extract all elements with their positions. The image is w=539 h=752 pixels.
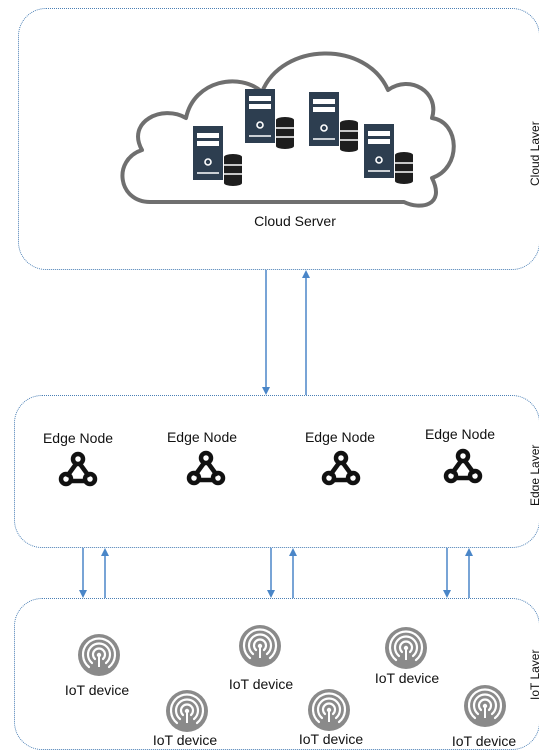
edge-node-label: Edge Node (166, 429, 238, 445)
iot-device-label: IoT device (374, 670, 440, 686)
iot-device-label: IoT device (228, 676, 294, 692)
cloud-layer-box (18, 8, 539, 270)
iot-device-label: IoT device (298, 731, 364, 747)
edge-node-label: Edge Node (42, 430, 114, 446)
edge-node-label: Edge Node (304, 429, 376, 445)
edge-node-label: Edge Node (424, 426, 496, 442)
wireless-signal-icon (306, 687, 352, 733)
cloud-server-label: Cloud Server (254, 213, 336, 229)
iot-layer-box (14, 598, 539, 750)
iot-device-label: IoT device (152, 732, 218, 748)
edge-layer-box (14, 395, 539, 548)
iot-device-label: IoT device (451, 733, 517, 749)
wireless-signal-icon (462, 683, 508, 729)
wireless-signal-icon (164, 688, 210, 734)
iot-device-label: IoT device (64, 682, 130, 698)
wireless-signal-icon (76, 632, 122, 678)
wireless-signal-icon (383, 625, 429, 671)
wireless-signal-icon (237, 623, 283, 669)
